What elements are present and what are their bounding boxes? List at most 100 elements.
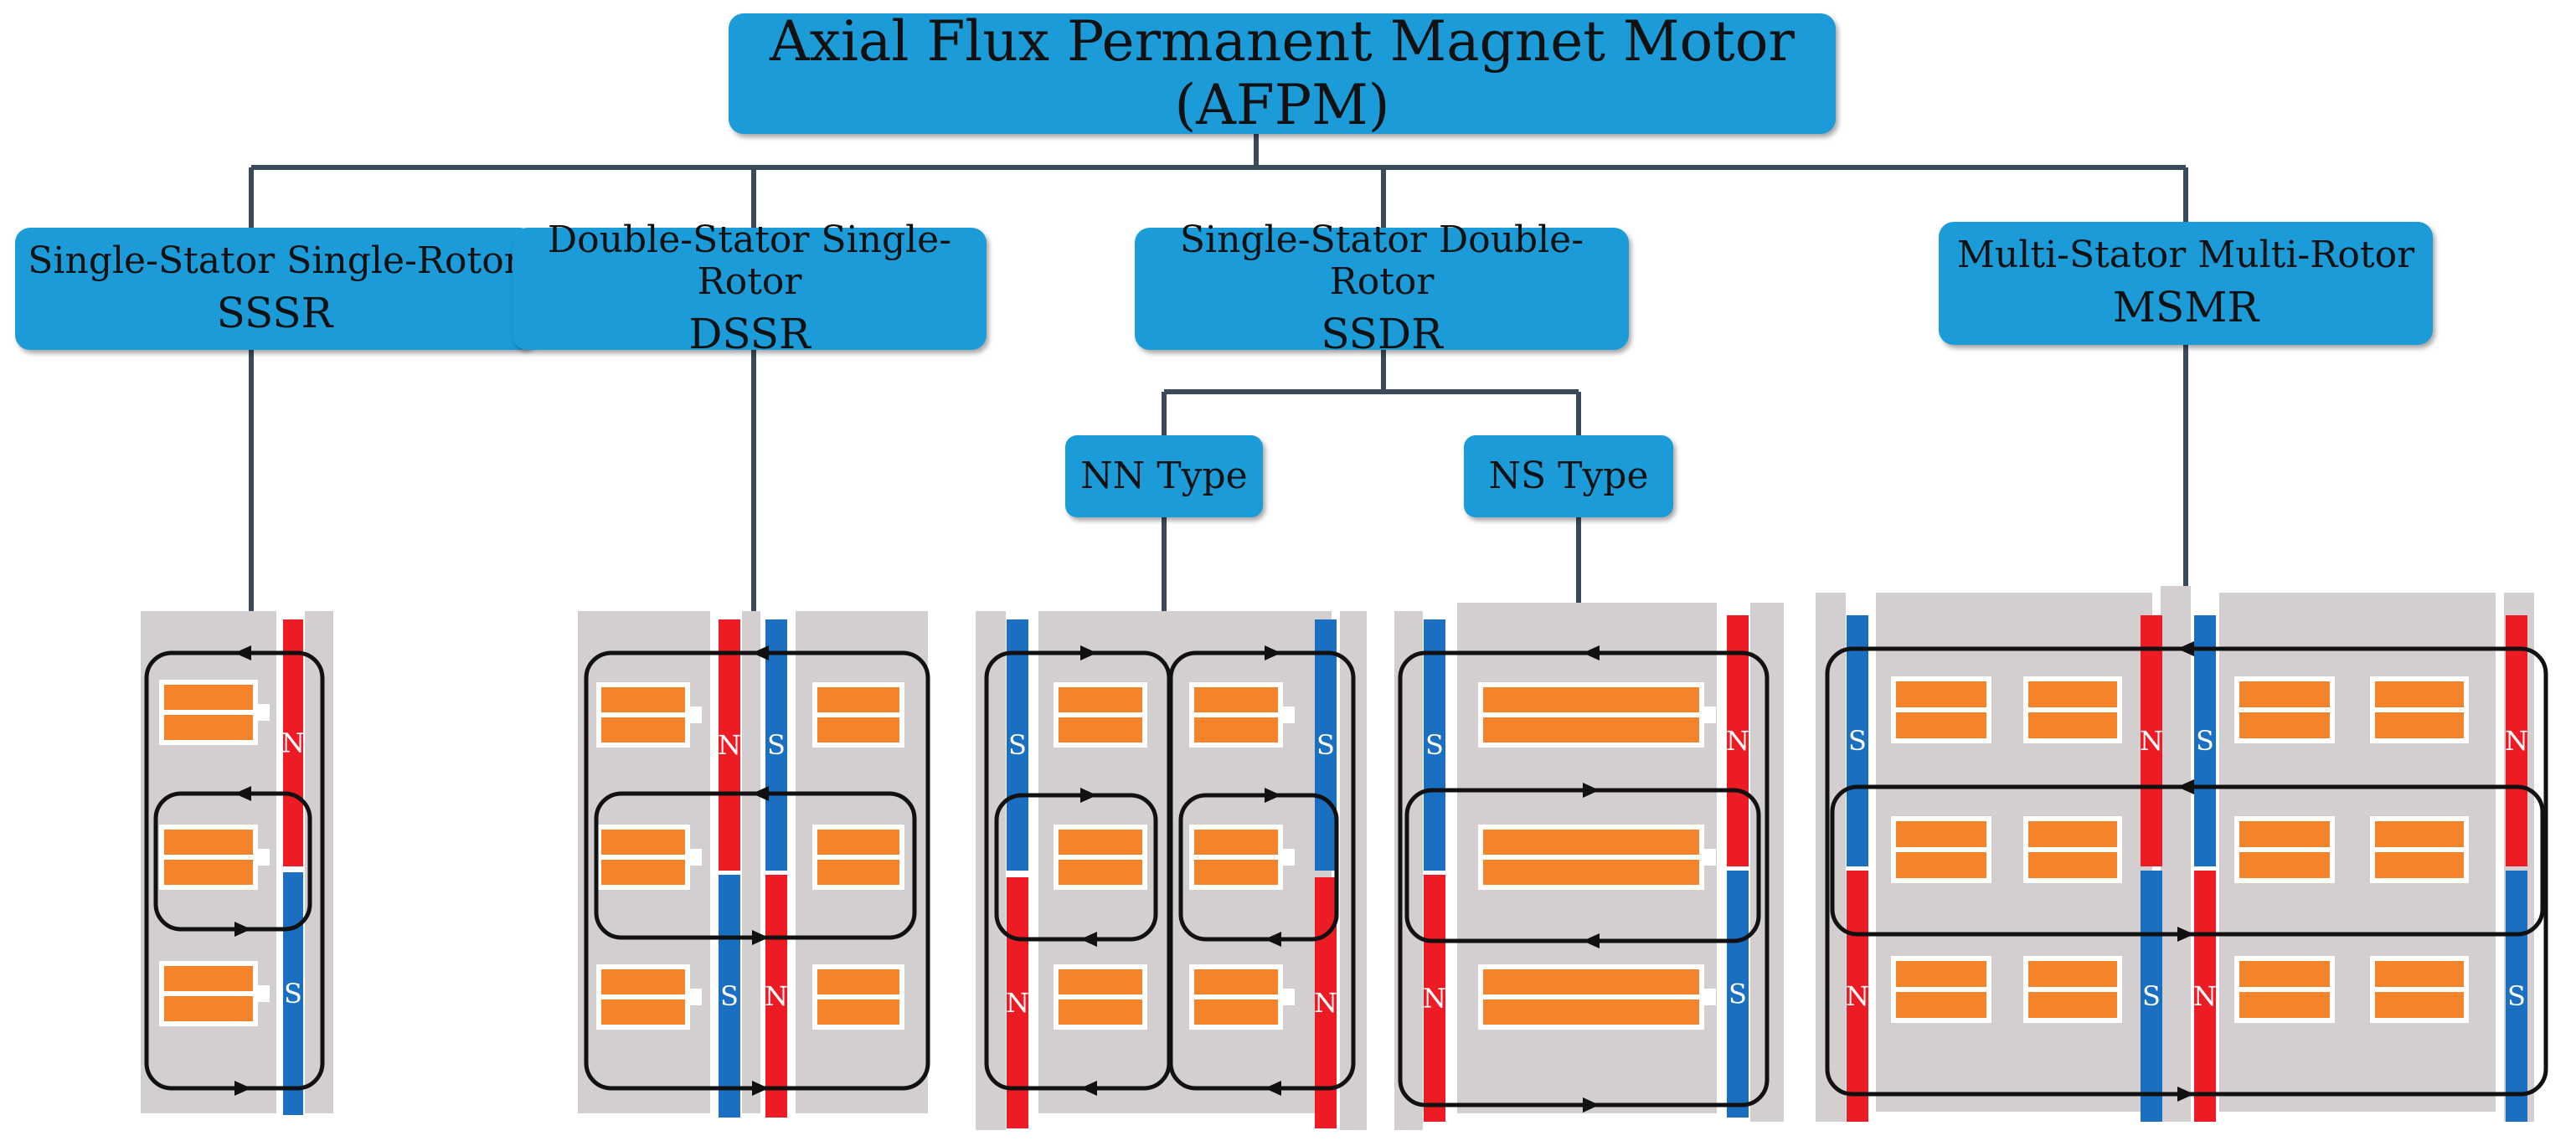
coil-winding <box>2239 961 2330 987</box>
coil-winding <box>2028 821 2117 847</box>
flux-arrow <box>2177 1087 2194 1102</box>
coil-winding <box>2028 961 2117 987</box>
sssr-name: Single-Stator Single-Rotor <box>28 239 522 282</box>
magnet-north <box>283 619 303 866</box>
magnet-pole-label: N <box>2505 725 2528 757</box>
nn-type-label: NN Type <box>1080 454 1248 497</box>
coil-winding <box>1483 860 1699 885</box>
magnet-north <box>719 619 740 871</box>
coil-tab <box>1283 849 1295 866</box>
coil-winding <box>2375 821 2464 847</box>
coil-winding <box>1483 969 1699 994</box>
flux-arrow <box>1080 932 1097 947</box>
flux-arrow <box>1265 645 1281 660</box>
magnet-south <box>765 619 787 871</box>
magnet-pole-label: S <box>2507 980 2526 1012</box>
coil-winding <box>1483 687 1699 712</box>
flux-arrow <box>1583 645 1600 660</box>
coil-winding <box>1194 687 1278 712</box>
flux-arrow <box>2177 779 2194 794</box>
coil-winding <box>1194 830 1278 855</box>
magnet-pole-label: N <box>2193 980 2217 1012</box>
coil-winding <box>1059 830 1142 855</box>
coil-winding <box>601 969 685 994</box>
flux-arrow <box>752 1081 769 1096</box>
magnet-south <box>1007 619 1028 871</box>
flux-arrow <box>752 930 769 945</box>
coil-winding <box>164 860 253 885</box>
coil-winding <box>1896 852 1986 878</box>
coil-winding <box>2028 992 2117 1018</box>
coil-winding <box>1194 1000 1278 1025</box>
magnet-pole-label: N <box>1006 987 1029 1019</box>
flux-arrow <box>1583 933 1600 948</box>
magnet-south <box>1315 619 1337 871</box>
coil-winding <box>1059 860 1142 885</box>
dssr-box: Double-Stator Single-Rotor DSSR <box>513 218 987 357</box>
coil-winding <box>2239 681 2330 707</box>
magnet-pole-label: N <box>765 980 788 1012</box>
magnet-north <box>2141 615 2162 866</box>
flux-arrow <box>1583 783 1600 798</box>
magnet-pole-label: N <box>1726 725 1749 757</box>
dssr-abbr: DSSR <box>688 309 811 358</box>
coil-tab <box>258 985 270 1002</box>
ns-type-label: NS Type <box>1488 454 1649 497</box>
flux-path <box>153 791 312 932</box>
flux-arrow <box>1080 788 1097 803</box>
stator-core <box>2161 586 2191 1122</box>
coil-tab <box>1704 707 1716 723</box>
magnet-pole-label: S <box>2142 980 2161 1012</box>
magnet-pole-label: S <box>767 729 786 761</box>
magnet-north <box>1847 871 1868 1122</box>
coil-winding <box>1896 961 1986 987</box>
magnet-south <box>1847 615 1868 866</box>
magnet-pole-label: N <box>2140 725 2163 757</box>
magnet-pole-label: N <box>281 727 305 759</box>
coil-tab <box>1283 707 1295 723</box>
coil-winding <box>2028 852 2117 878</box>
coil-winding <box>2375 961 2464 987</box>
magnet-north <box>765 875 787 1118</box>
coil-winding <box>2375 712 2464 738</box>
magnet-pole-label: N <box>1314 987 1337 1019</box>
coil-winding <box>1896 821 1986 847</box>
magnet-pole-label: N <box>1423 983 1446 1015</box>
magnet-pole-label: S <box>1848 725 1867 757</box>
coil-winding <box>817 1000 899 1025</box>
coil-winding <box>1059 717 1142 743</box>
coil-tab <box>1283 989 1295 1005</box>
coil-winding <box>601 860 685 885</box>
magnet-pole-label: N <box>1846 980 1869 1012</box>
coil-winding <box>1483 1000 1699 1025</box>
flux-arrow <box>1080 1081 1097 1096</box>
flux-path <box>994 793 1158 942</box>
coil-winding <box>2239 712 2330 738</box>
msmr-abbr: MSMR <box>2112 283 2259 332</box>
magnet-pole-label: S <box>1425 729 1444 761</box>
coil-tab <box>690 849 702 866</box>
flux-arrow <box>1265 1081 1281 1096</box>
coil-winding <box>164 830 253 855</box>
flux-arrow <box>1265 932 1281 947</box>
coil-winding <box>817 969 899 994</box>
coil-winding <box>164 685 253 710</box>
flux-path <box>1178 793 1339 942</box>
coil-tab <box>1704 989 1716 1005</box>
flux-arrow <box>2177 927 2194 942</box>
coil-winding <box>1194 969 1278 994</box>
coil-winding <box>1483 830 1699 855</box>
rotor-hub <box>742 611 760 1113</box>
magnet-south <box>2506 871 2527 1122</box>
magnet-north <box>1727 615 1749 866</box>
ssdr-abbr: SSDR <box>1321 309 1443 358</box>
flux-arrow <box>234 922 251 937</box>
flux-arrow <box>234 645 251 660</box>
magnet-south <box>719 875 740 1118</box>
magnet-south <box>2141 871 2162 1122</box>
flux-arrow <box>752 645 769 660</box>
magnet-south <box>283 872 303 1115</box>
coil-winding <box>2375 852 2464 878</box>
